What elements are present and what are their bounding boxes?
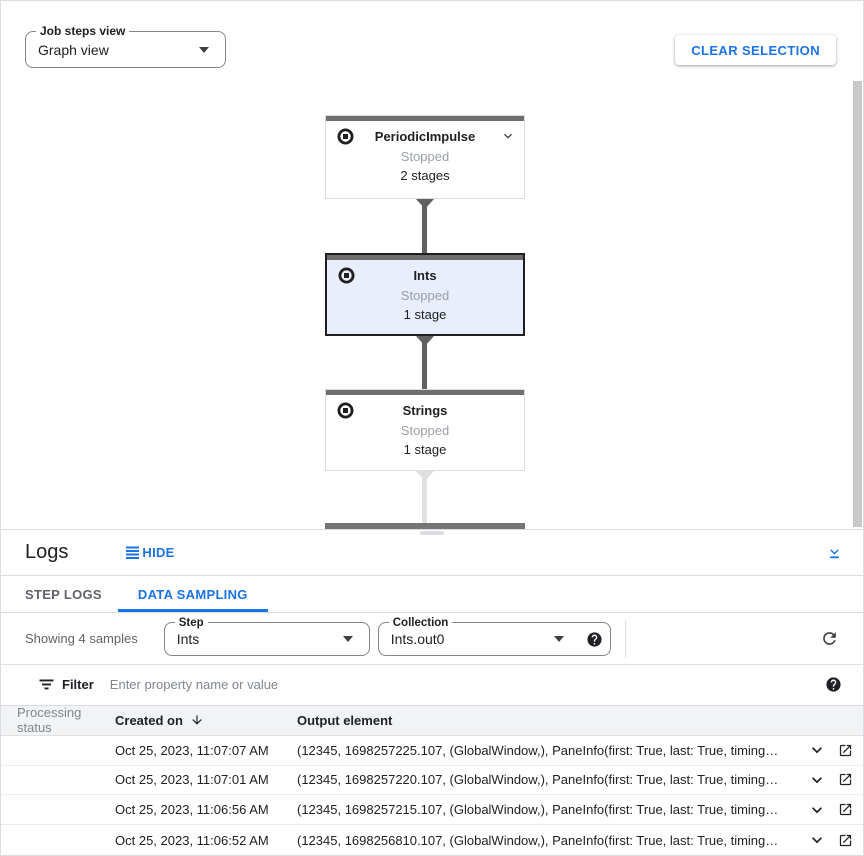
chevron-down-icon[interactable] [500,128,516,144]
open-in-new-icon[interactable] [838,772,853,787]
filter-bar: Filter [1,665,863,706]
chevron-down-icon[interactable] [807,770,827,790]
step-select[interactable]: Step Ints [163,615,370,656]
stop-circle-icon [337,128,354,145]
output-element-cell: (12345, 1698257215.107, (GlobalWindow,),… [297,802,779,818]
filter-input[interactable] [107,676,825,694]
data-sampling-toolbar: Showing 4 samples Step Ints Collection I… [1,613,863,666]
collection-select-label: Collection [388,615,453,630]
node-title: Ints [413,268,437,283]
node-top-bar [327,255,523,260]
chevron-down-icon[interactable] [807,800,827,820]
logs-panel-title: Logs [25,540,69,563]
table-header-row: Processing status Created on Output elem… [1,705,863,736]
output-element-cell: (12345, 1698256810.107, (GlobalWindow,),… [297,832,779,848]
table-row: Oct 25, 2023, 11:06:52 AM (12345, 169825… [1,825,863,855]
clear-selection-button[interactable]: CLEAR SELECTION [675,35,836,65]
node-title: Strings [402,403,448,418]
table-row: Oct 25, 2023, 11:07:07 AM (12345, 169825… [1,735,863,766]
vertical-scrollbar-thumb[interactable] [853,81,862,527]
edge-line [422,199,427,254]
toolbar-divider [624,619,626,658]
dropdown-arrow-icon [553,635,564,642]
column-header-processing-status: Processing status [17,705,82,736]
dropdown-arrow-icon [199,46,209,53]
stop-circle-icon [337,402,354,419]
node-status: Stopped [400,149,450,164]
tab-step-logs[interactable]: STEP LOGS [25,586,102,602]
open-in-new-icon[interactable] [838,802,853,817]
node-title: PeriodicImpulse [374,129,476,144]
collection-select[interactable]: Collection Ints.out0 [377,615,611,656]
node-stage-count: 1 stage [403,307,447,322]
step-select-value: Ints [176,630,200,647]
help-icon[interactable] [586,631,603,648]
table-row: Oct 25, 2023, 11:06:56 AM (12345, 169825… [1,795,863,826]
graph-node-ints[interactable]: Ints Stopped 1 stage [325,253,525,336]
logs-header: Logs HIDE [1,530,863,576]
collection-select-value: Ints.out0 [390,630,445,647]
node-status: Stopped [400,423,450,438]
edge-line [422,336,427,389]
column-header-output-element: Output element [297,712,393,728]
tab-data-sampling[interactable]: DATA SAMPLING [117,576,268,613]
help-icon[interactable] [825,676,842,693]
node-status: Stopped [400,288,450,303]
logs-panel: Logs HIDE STEP LOGS DATA SAMPLING Showin… [1,529,863,855]
output-element-cell: (12345, 1698257220.107, (GlobalWindow,),… [297,772,779,788]
hide-lines-icon [126,546,140,559]
graph-node-strings[interactable]: Strings Stopped 1 stage [325,389,525,471]
graph-node-partial-top-bar [325,523,525,529]
chevron-down-icon[interactable] [807,740,827,760]
hide-button-label: HIDE [142,544,175,560]
node-stage-count: 1 stage [403,442,447,457]
job-steps-view-label: Job steps view [36,24,130,38]
column-header-created-on[interactable]: Created on [115,713,297,728]
node-top-bar [326,390,524,395]
node-top-bar [326,116,524,121]
sort-descending-icon[interactable] [190,713,204,727]
step-select-label: Step [174,615,208,630]
hide-logs-button[interactable]: HIDE [126,545,174,560]
dropdown-arrow-icon [342,635,353,642]
refresh-icon[interactable] [819,629,839,649]
job-steps-view-select[interactable]: Job steps view Graph view [25,24,226,68]
created-on-cell: Oct 25, 2023, 11:07:07 AM [115,742,269,758]
job-graph-canvas[interactable]: PeriodicImpulse Stopped 2 stages Ints St… [1,1,863,529]
created-on-cell: Oct 25, 2023, 11:07:01 AM [115,772,269,788]
filter-label: Filter [62,677,94,693]
panel-resize-handle[interactable] [420,531,444,535]
logs-tab-bar: STEP LOGS DATA SAMPLING [1,576,863,614]
job-steps-view-value: Graph view [38,41,109,58]
chevron-down-icon[interactable] [807,830,827,850]
output-element-cell: (12345, 1698257225.107, (GlobalWindow,),… [297,742,779,758]
node-stage-count: 2 stages [400,168,450,183]
collapse-panel-icon[interactable] [825,543,843,561]
table-row: Oct 25, 2023, 11:07:01 AM (12345, 169825… [1,765,863,796]
sample-count-text: Showing 4 samples [25,631,138,647]
open-in-new-icon[interactable] [838,833,853,848]
stop-circle-icon [338,267,355,284]
edge-line [422,471,427,523]
created-on-cell: Oct 25, 2023, 11:06:52 AM [115,832,269,848]
graph-node-periodicimpulse[interactable]: PeriodicImpulse Stopped 2 stages [325,115,525,199]
created-on-cell: Oct 25, 2023, 11:06:56 AM [115,802,269,818]
open-in-new-icon[interactable] [838,743,853,758]
filter-icon [39,678,54,691]
created-on-header-label: Created on [115,712,183,728]
